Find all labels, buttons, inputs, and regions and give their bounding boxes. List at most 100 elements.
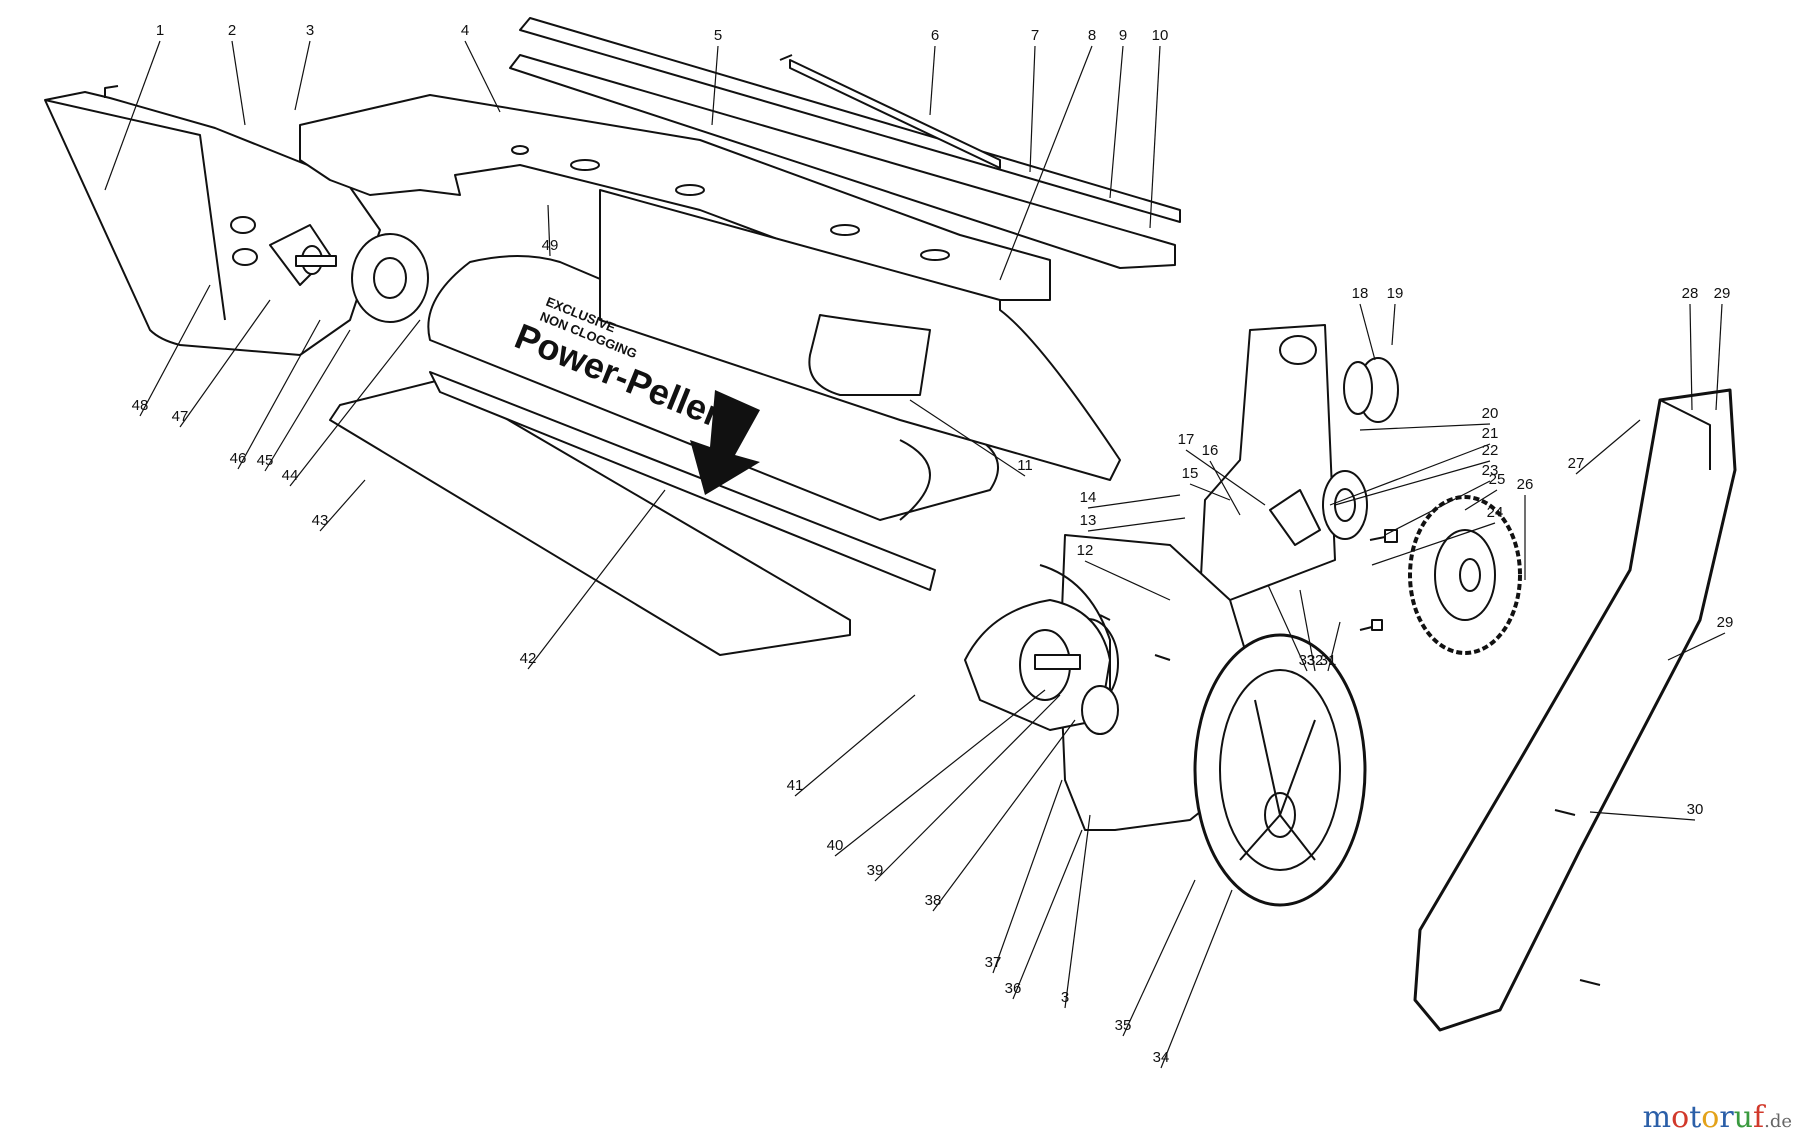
leader-line [794,694,916,797]
leader-line [264,329,351,472]
leader-line [999,45,1093,281]
leader-line [909,399,1026,477]
leader-line [1334,460,1491,506]
leader-line [289,319,421,487]
leader-line [527,489,666,670]
leader-line [1329,443,1491,506]
watermark-letter: m [1642,1100,1672,1135]
belt-cover [1413,388,1737,1032]
part-number-label: 16 [1202,442,1219,459]
leader-line [1689,303,1693,411]
part-number-label: 21 [1482,425,1499,442]
part-number-label: 15 [1182,465,1199,482]
leader-line [1359,423,1491,431]
part-number-label: 9 [1119,27,1127,44]
leader-line [711,45,719,126]
leader-line [1327,621,1341,672]
part-number-label: 17 [1178,431,1195,448]
part-number-label: 29 [1714,285,1731,302]
part-number-label: 36 [1005,980,1022,997]
watermark-letter: f [1752,1100,1765,1135]
watermark-letter: o [1671,1100,1690,1135]
part-number-label: 24 [1487,504,1504,521]
part-number-label: 45 [257,452,274,469]
leader-line [464,40,501,113]
leader-line [1391,303,1396,346]
leader-line [1149,45,1161,229]
leader-line [1384,480,1491,536]
part-number-label: 19 [1387,285,1404,302]
leader-line [319,479,366,532]
part-number-label: 40 [827,837,844,854]
leader-line [1464,489,1498,511]
part-number-label: 2 [228,22,236,39]
part-number-label: 38 [925,892,942,909]
part-number-label: 35 [1115,1017,1132,1034]
leader-line [139,284,211,417]
leader-line [1575,419,1641,475]
leader-line [1299,589,1316,672]
callout-leaders [104,40,1726,1069]
part-number-label: 11 [1017,457,1033,474]
part-number-label: 6 [931,27,939,44]
leader-line [1122,879,1196,1037]
part-number-label: 13 [1080,512,1097,529]
part-number-label: 32 [1307,652,1324,669]
part-number-label: 4 [461,22,469,39]
part-number-label: 41 [787,777,804,794]
part-number-label: 47 [172,408,189,425]
leader-line [1029,45,1036,173]
leader-line [834,689,1046,857]
part-number-label: 20 [1482,405,1499,422]
leader-line [237,319,321,470]
part-number-label: 37 [985,954,1002,971]
part-number-label: 10 [1152,27,1169,44]
watermark-letter: u [1733,1100,1753,1135]
hardware-bolts [1099,529,1601,986]
part-number-label: 3 [306,22,314,39]
part-number-label: 33 [1299,652,1316,669]
leader-line [1084,560,1171,601]
leader-line [1087,494,1181,509]
leader-line [1185,449,1266,506]
top-rails [509,17,1181,269]
part-number-label: 5 [714,27,722,44]
leader-line [294,40,311,111]
part-number-label: 3 [1061,989,1069,1006]
impeller-drum [427,255,999,521]
leader-line [1589,811,1696,821]
leader-line [929,45,936,116]
leader-line [1371,522,1496,566]
watermark-letter: r [1719,1100,1734,1135]
watermark-suffix: .de [1764,1111,1792,1132]
scraper-blade [329,371,936,656]
part-number-label: 18 [1352,285,1369,302]
leader-line [1359,303,1376,361]
left-shaft-assembly [269,224,429,323]
part-number-label: 44 [282,467,299,484]
part-number-label: 1 [156,22,164,39]
drum-shroud [599,189,1121,481]
part-number-label: 8 [1088,27,1096,44]
part-number-label: 26 [1517,476,1534,493]
leader-line [1160,889,1233,1069]
leader-line [1667,632,1726,661]
leader-line [1087,517,1186,532]
upper-frame-bracket [299,94,1051,301]
part-number-label: 28 [1682,285,1699,302]
leader-line [1189,483,1231,501]
watermark-letter: o [1701,1100,1720,1135]
leader-line [1267,584,1308,672]
wheel [1408,495,1522,655]
part-number-label: 22 [1482,442,1499,459]
large-pulley [1193,633,1367,907]
leader-line [1012,829,1083,1000]
leader-line [932,719,1076,912]
side-plate-shaft [964,599,1119,735]
leader-line [874,694,1061,882]
part-number-label: 7 [1031,27,1039,44]
part-number-label: 46 [230,450,247,467]
part-number-label: 49 [542,237,559,254]
